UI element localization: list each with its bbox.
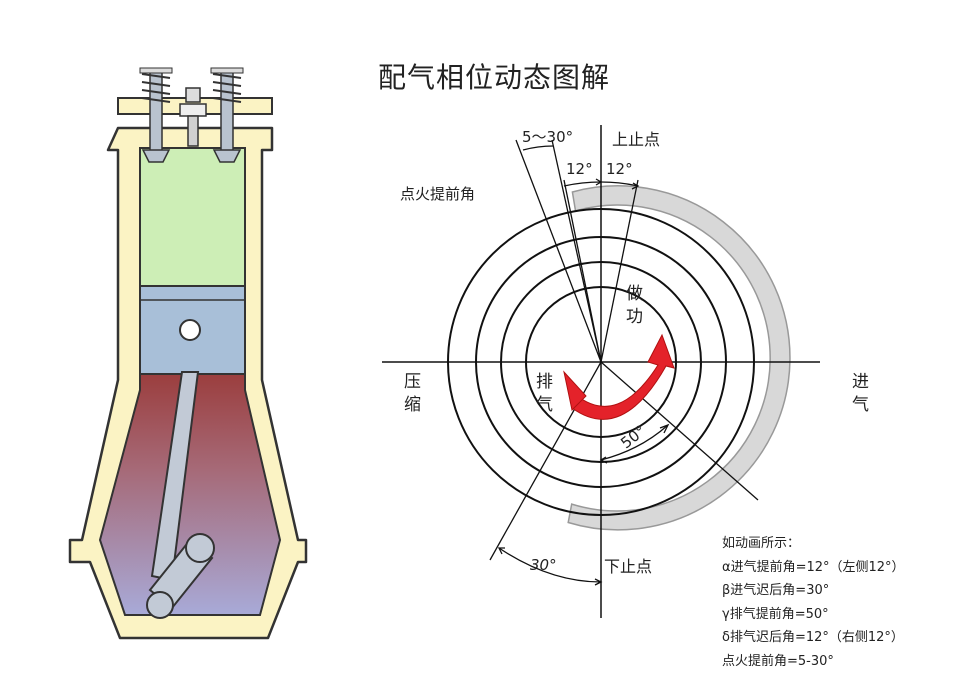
note-line: γ排气提前角=50° [722,606,829,622]
outer-ring-band [567,185,791,531]
ignition-line [515,139,602,363]
crankcase [98,373,282,616]
notes-heading: 如动画所示： [722,536,801,551]
compression-stroke-label: 压缩 [400,372,420,418]
power-stroke-label: 做功 [622,284,642,330]
note-line: 点火提前角=5-30° [722,653,834,669]
rotation-arrow-tail [563,370,587,412]
spark-plug [179,87,207,147]
ignition-range-label: 5～30° [522,128,574,146]
exhaust-close-line [600,179,639,363]
bdc-label: 下止点 [604,557,653,576]
intake-valve [139,67,173,163]
note-line: δ排气迟后角=12°（右侧12°） [722,630,904,645]
page-title: 配气相位动态图解 [378,61,611,94]
arc-12-left [563,181,602,187]
exhaust-stroke-label: 排气 [532,372,552,418]
angle-12-left-label: 12° [566,160,593,178]
arc-50 [600,424,669,461]
intake-stroke-label: 进气 [848,372,868,418]
exhaust-valve [210,67,244,163]
tdc-label: 上止点 [612,130,661,149]
arc-12-right [600,181,639,187]
angle-12-right-label: 12° [606,160,633,178]
note-line: β进气迟后角=30° [722,583,830,598]
arc-30 [498,547,602,583]
rotation-arrow [571,333,675,420]
intake-open-line [563,179,602,363]
note-line: α进气提前角=12°（左侧12°） [722,559,905,575]
timing-notes: 如动画所示： α进气提前角=12°（左侧12°） β进气迟后角=30° γ排气提… [722,532,905,673]
ignition-advance-label: 点火提前角 [400,185,476,203]
piston-pin [179,319,201,341]
engine-cutaway [68,67,308,640]
crank-pin [146,591,174,619]
valve-timing-diagram [382,125,820,618]
angle-30-label: 30° [530,556,557,574]
arc-ignition [522,145,554,151]
exhaust-open-line [600,361,759,501]
combustion-chamber [139,147,246,287]
